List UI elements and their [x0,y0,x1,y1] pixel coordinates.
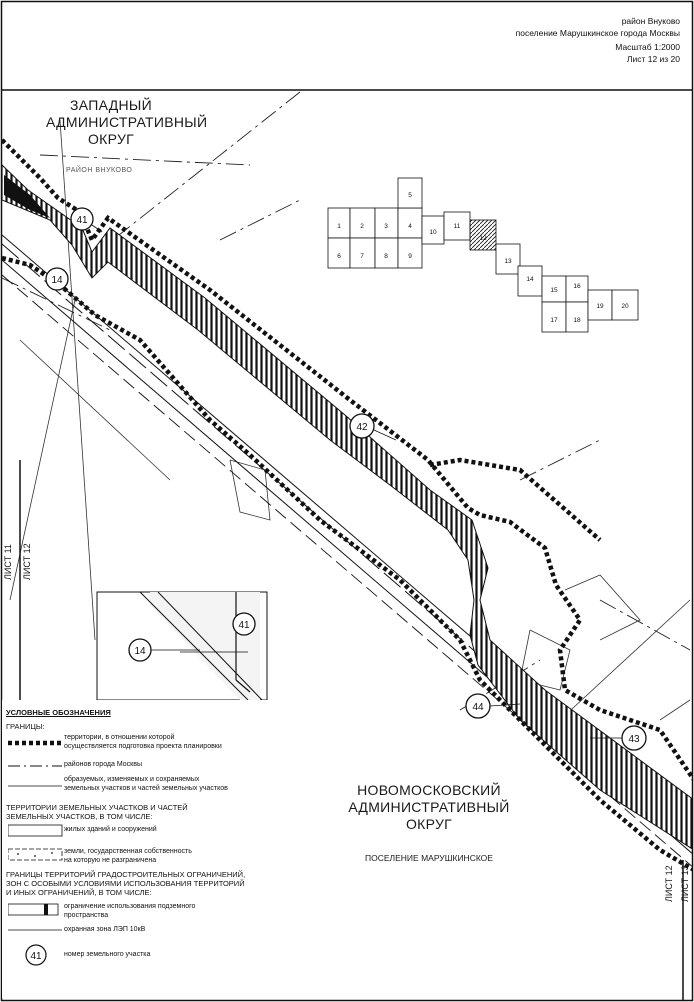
index-cell-6: 6 [337,253,341,260]
inset-41-circle [232,612,256,636]
index-cell-3: 3 [384,223,388,230]
index-cell-10: 10 [429,229,437,236]
sheet-label-right-a: ЛИСТ 12 [664,865,674,902]
inset-41-label: 41 [238,620,250,631]
legend-powerline-symbol [8,929,62,931]
project-boundary [2,138,692,872]
index-cell-17: 17 [550,317,558,324]
legend-districts-text: районов города Москвы [64,761,142,768]
index-cell-18: 18 [573,317,581,324]
background-lines [9,119,691,721]
sheet-label-left-b: ЛИСТ 12 [22,543,32,580]
index-cell-1: 1 [337,223,341,230]
legend-number-text: номер земельного участка [64,951,151,958]
index-cell-9: 9 [408,253,412,260]
dense-fill [4,175,50,218]
legend-powerline-text: охранная зона ЛЭП 10кВ [64,926,146,933]
parcel-14-circle [45,267,69,291]
sheet-label-right-b: ЛИСТ 13 [680,865,690,902]
header-settlement: поселение Марушкинское города Москвы [515,28,680,38]
header-scale: Масштаб 1:2000 [615,42,680,52]
sheet-label-left-a: ЛИСТ 11 [3,544,13,580]
index-cell-7: 7 [360,253,364,260]
legend-housing-symbol [8,824,63,837]
index-cell-14: 14 [526,276,534,283]
legend-housing-text: жилых зданий и сооружений [64,826,157,833]
sheet-index: 1 2 3 4 5 6 7 8 9 10 11 12 13 14 15 16 1… [327,177,639,333]
index-cell-4: 4 [408,223,412,230]
parcel-14-label: 14 [51,275,63,286]
legend: УСЛОВНЫЕ ОБОЗНАЧЕНИЯ ГРАНИЦЫ: территории… [2,700,294,998]
inset-14-label: 14 [134,646,146,657]
legend-state-land-symbol [8,848,63,861]
legend-title: УСЛОВНЫЕ ОБОЗНАЧЕНИЯ [6,708,111,717]
district-west-label: РАЙОН ВНУКОВО [66,167,133,174]
header-sheet: Лист 12 из 20 [626,54,680,64]
legend-number-sample: 41 [30,951,42,962]
legend-limits-heading: ГРАНИЦЫ ТЕРРИТОРИЙ ГРАДОСТРОИТЕЛЬНЫХ ОГР… [6,870,246,897]
index-cell-16: 16 [573,283,581,290]
index-cell-5: 5 [408,192,412,199]
legend-number-symbol: 41 [25,944,47,966]
leader-lines [91,224,622,739]
index-cell-2: 2 [360,223,364,230]
parcel-42-circle [349,413,375,439]
legend-borders: ГРАНИЦЫ: [6,722,45,731]
legend-plan-symbol [8,740,62,746]
index-cell-12: 12 [479,235,487,242]
legend-underground-symbol [8,903,59,916]
index-cell-11: 11 [454,223,461,230]
parcel-markers [45,207,647,751]
index-cell-8: 8 [384,253,388,260]
header-district: район Внуково [621,16,680,26]
index-cell-13: 13 [504,258,512,265]
underground-restriction-area [2,164,692,850]
inset-detail [96,591,268,701]
parcel-43-label: 43 [628,734,640,745]
parcel-41-label: 41 [76,215,88,226]
index-cell-15: 15 [550,287,558,294]
legend-districts-symbol [8,765,62,767]
parcel-44-label: 44 [472,702,484,713]
parcel-41-circle [70,207,94,231]
index-cell-20: 20 [621,303,629,310]
settlement-south-label: ПОСЕЛЕНИЕ МАРУШКИНСКОЕ [365,853,493,863]
parcel-42-label: 42 [356,422,368,433]
legend-parcels-symbol [8,785,62,787]
index-cell-19: 19 [596,303,604,310]
